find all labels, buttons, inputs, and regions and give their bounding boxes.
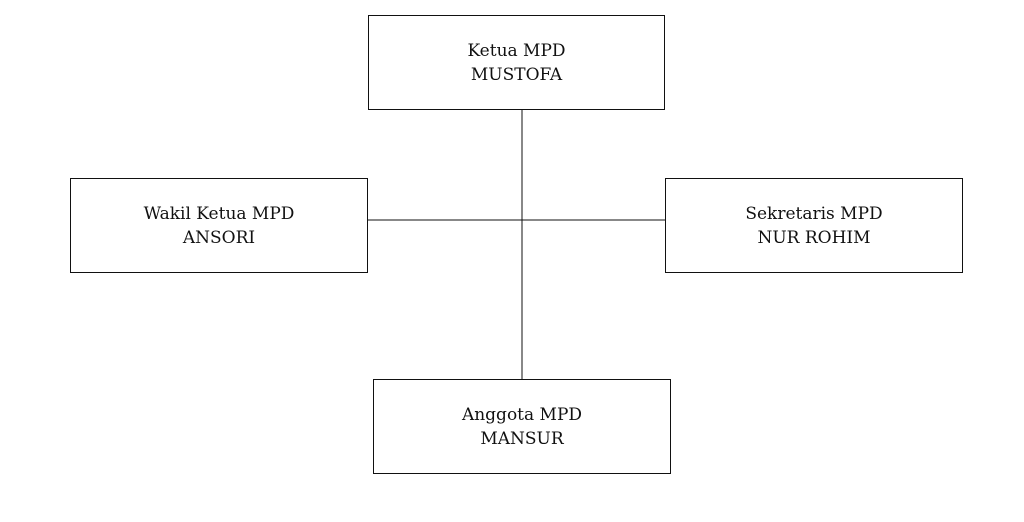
node-anggota-name: MANSUR <box>480 428 564 449</box>
node-anggota: Anggota MPD MANSUR <box>373 379 671 474</box>
node-sekretaris-name: NUR ROHIM <box>757 227 871 248</box>
node-ketua-role: Ketua MPD <box>467 40 566 61</box>
node-ketua: Ketua MPD MUSTOFA <box>368 15 665 110</box>
node-wakil: Wakil Ketua MPD ANSORI <box>70 178 368 273</box>
node-anggota-role: Anggota MPD <box>461 404 583 425</box>
node-wakil-name: ANSORI <box>182 227 256 248</box>
node-ketua-name: MUSTOFA <box>470 64 563 85</box>
node-wakil-role: Wakil Ketua MPD <box>143 203 295 224</box>
node-sekretaris: Sekretaris MPD NUR ROHIM <box>665 178 963 273</box>
node-sekretaris-role: Sekretaris MPD <box>745 203 883 224</box>
